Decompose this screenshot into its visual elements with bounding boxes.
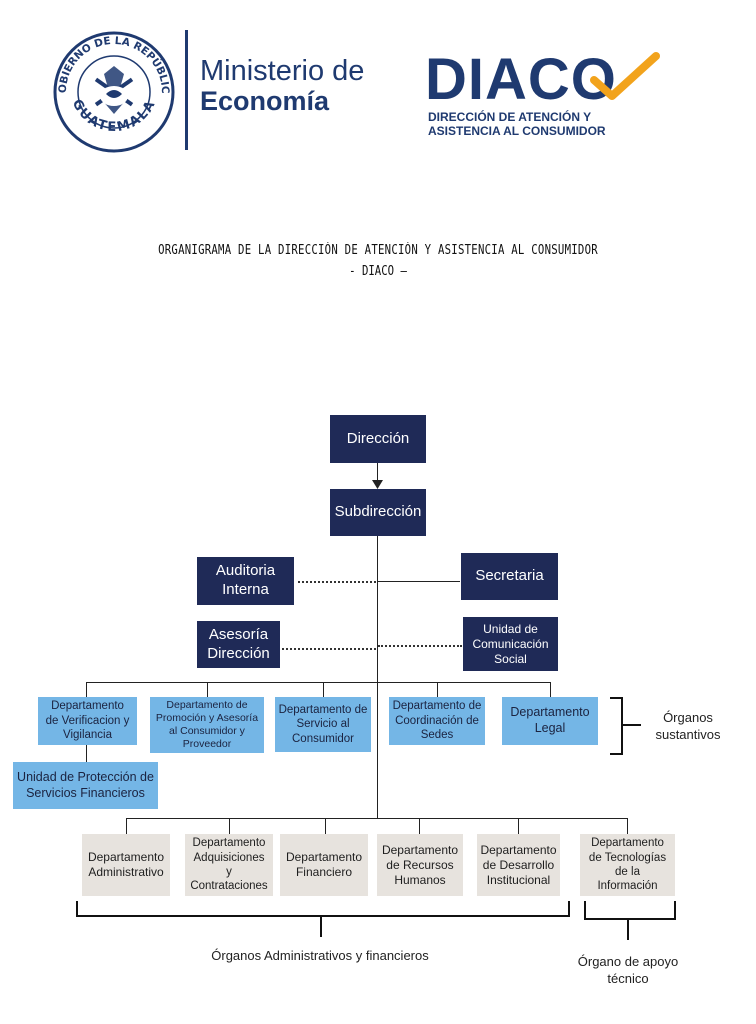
- drop-coordinacion: [437, 682, 438, 697]
- node-subdireccion: Subdirección: [330, 489, 426, 536]
- label-organos-administrativos: Órganos Administrativos y financieros: [211, 948, 429, 963]
- bracket-administrativos: [76, 901, 570, 917]
- checkmark-icon: [590, 52, 660, 100]
- drop-adquisiciones: [229, 818, 230, 834]
- drop-desarrollo: [518, 818, 519, 834]
- page-title: ORGANIGRAMA DE LA DIRECCIÓN DE ATENCIÓN …: [158, 243, 598, 258]
- drop-servicio: [323, 682, 324, 697]
- diaco-logo: DIACO: [425, 50, 665, 110]
- node-adquisiciones: Departamento Adquisiciones y Contratacio…: [185, 834, 273, 896]
- arrow-down-icon: [372, 480, 383, 489]
- label-organos-sustantivos: Órganos sustantivos: [655, 710, 721, 742]
- ministry-name-line2: Economía: [200, 86, 330, 116]
- drop-administrativo: [126, 818, 127, 834]
- drop-legal: [550, 682, 551, 697]
- node-verificacion-vigilancia: Departamento de Verificacion y Vigilanci…: [38, 697, 137, 745]
- node-financiero: Departamento Financiero: [280, 834, 368, 896]
- node-secretaria: Secretaria: [461, 553, 558, 600]
- bracket-apoyo-tecnico: [584, 901, 676, 920]
- connector-proteccion: [86, 745, 87, 762]
- bracket-sustantivos: [610, 697, 623, 755]
- node-recursos-humanos: Departamento de Recursos Humanos: [377, 834, 463, 896]
- node-comunicacion-social: Unidad de Comunicación Social: [463, 617, 558, 671]
- bracket-apoyo-tick: [627, 920, 629, 940]
- node-servicio-consumidor: Departamento de Servicio al Consumidor: [275, 697, 371, 752]
- bus-administrativos: [126, 818, 627, 819]
- node-departamento-legal: Departamento Legal: [502, 697, 598, 745]
- page-subtitle: - DIACO –: [349, 264, 407, 279]
- node-direccion: Dirección: [330, 415, 426, 463]
- connector-comunicacion: [378, 645, 462, 647]
- node-proteccion-servicios-financieros: Unidad de Protección de Servicios Financ…: [13, 762, 158, 809]
- guatemala-seal: GOBIERNO DE LA REPÚBLICA GUATEMALA: [48, 21, 176, 154]
- drop-promocion: [207, 682, 208, 697]
- connector-auditoria: [298, 581, 376, 583]
- node-coordinacion-sedes: Departamento de Coordinación de Sedes: [389, 697, 485, 745]
- node-promocion-asesoria: Departamento de Promoción y Asesoría al …: [150, 697, 264, 753]
- drop-verificacion: [86, 682, 87, 697]
- bracket-sustantivos-tick: [623, 724, 641, 726]
- node-administrativo: Departamento Administrativo: [82, 834, 170, 896]
- connector-secretaria: [377, 581, 460, 582]
- ministry-name-line1: Ministerio de: [200, 55, 365, 87]
- drop-tecnologias: [627, 818, 628, 834]
- diaco-logo-text: DIACO: [425, 47, 617, 112]
- header-divider: [185, 30, 188, 150]
- diaco-subtitle-line2: ASISTENCIA AL CONSUMIDOR: [428, 124, 606, 138]
- node-tecnologias-informacion: Departamento de Tecnologías de la Inform…: [580, 834, 675, 896]
- connector-asesoria: [282, 648, 376, 650]
- drop-financiero: [325, 818, 326, 834]
- bracket-administrativos-tick: [320, 917, 322, 937]
- main-trunk-line: [377, 536, 378, 818]
- node-auditoria-interna: Auditoria Interna: [197, 557, 294, 605]
- node-desarrollo-institucional: Departamento de Desarrollo Institucional: [477, 834, 560, 896]
- connector-direccion-subdireccion: [377, 463, 378, 485]
- label-organo-apoyo-tecnico: Órgano de apoyo técnico: [577, 954, 679, 986]
- drop-recursos: [419, 818, 420, 834]
- node-asesoria-direccion: Asesoría Dirección: [197, 621, 280, 668]
- diaco-subtitle-line1: DIRECCIÓN DE ATENCIÓN Y: [428, 110, 592, 124]
- bus-sustantivos: [86, 682, 550, 683]
